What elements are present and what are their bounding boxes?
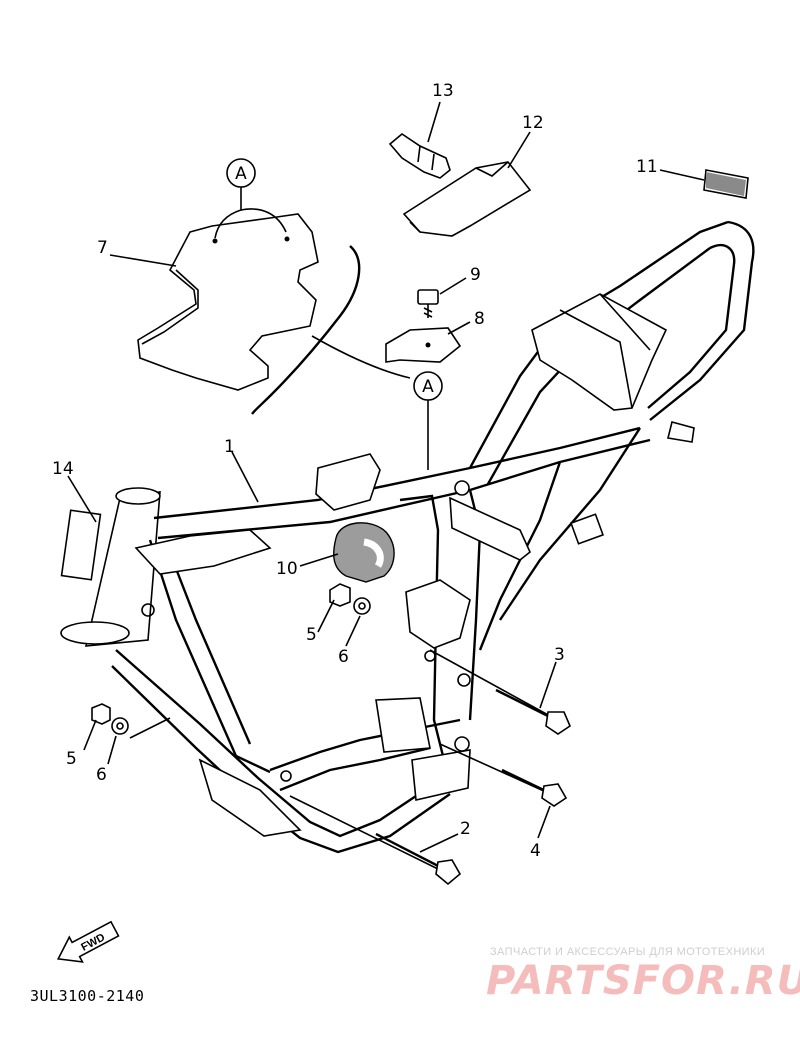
part-3-bolt xyxy=(429,649,571,735)
part-11-damper xyxy=(703,169,749,199)
callout-6-upper: 6 xyxy=(338,647,349,667)
svg-text:A: A xyxy=(422,377,434,397)
watermark: ЗАПЧАСТИ И АКСЕССУАРЫ ДЛЯ МОТОТЕХНИКИ PA… xyxy=(486,946,800,1004)
fwd-arrow-icon: FWD xyxy=(56,920,120,963)
part-5-nut-lower xyxy=(91,703,111,725)
fwd-label: FWD xyxy=(79,931,107,953)
part-2-bolt xyxy=(289,795,462,886)
part-7-plate xyxy=(137,213,319,391)
callout-2: 2 xyxy=(460,819,471,839)
callout-numbers: 7 13 12 11 9 8 1 14 10 5 6 3 5 6 2 4 xyxy=(52,81,658,861)
part-6-washer-upper xyxy=(353,597,371,615)
part-8-bracket xyxy=(385,327,462,363)
diagram-code: 3UL3100-2140 xyxy=(30,987,144,1005)
callout-a-bottom: A xyxy=(413,371,443,470)
part-14-label xyxy=(60,509,102,581)
part-1-frame xyxy=(60,220,755,854)
part-6-washer-lower xyxy=(111,717,129,735)
watermark-brand: PARTSFOR.RU xyxy=(486,958,800,1004)
callout-7: 7 xyxy=(97,238,108,258)
callout-8: 8 xyxy=(474,309,485,329)
detail-bracket-line xyxy=(251,245,361,415)
watermark-tagline: ЗАПЧАСТИ И АКСЕССУАРЫ ДЛЯ МОТОТЕХНИКИ xyxy=(490,946,765,958)
callout-a-top: A xyxy=(214,158,287,239)
callout-9: 9 xyxy=(470,265,481,285)
part-5-nut-upper xyxy=(329,583,351,607)
part-12-tool-bag xyxy=(402,161,532,237)
callout-12: 12 xyxy=(522,113,544,133)
part-10-foam xyxy=(333,522,395,583)
leader-lines xyxy=(67,101,705,853)
callout-6-lower: 6 xyxy=(96,765,107,785)
callout-11: 11 xyxy=(636,157,658,177)
callout-3: 3 xyxy=(554,645,565,665)
svg-text:A: A xyxy=(235,164,247,184)
callout-10: 10 xyxy=(276,559,298,579)
part-13-strap xyxy=(388,133,451,179)
callout-14: 14 xyxy=(52,459,74,479)
callout-5-upper: 5 xyxy=(306,625,317,645)
callout-4: 4 xyxy=(530,841,541,861)
callout-13: 13 xyxy=(432,81,454,101)
callout-1: 1 xyxy=(224,437,235,457)
part-9-bolt xyxy=(417,289,439,318)
leader-to-a xyxy=(311,335,411,379)
part-4-bolt xyxy=(439,743,568,807)
callout-5-lower: 5 xyxy=(66,749,77,769)
